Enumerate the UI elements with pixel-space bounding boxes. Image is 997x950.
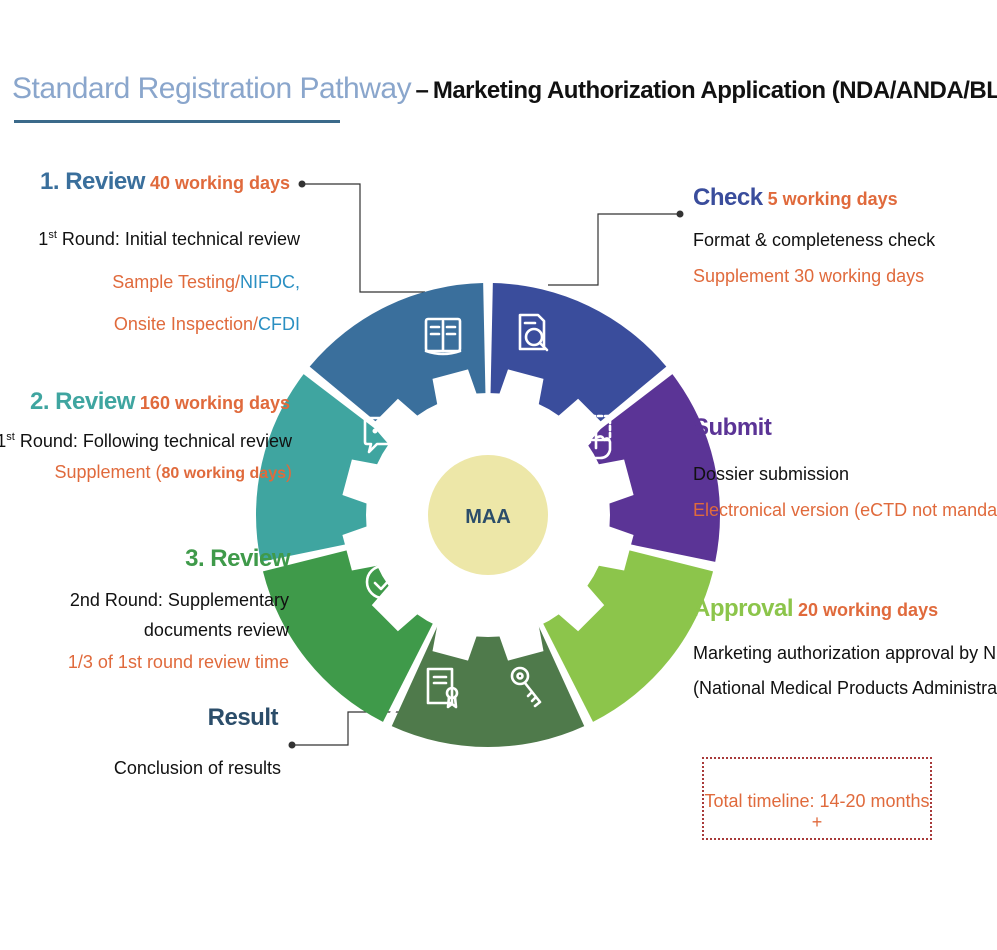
result-heading: Result bbox=[207, 704, 279, 731]
dot-result bbox=[288, 741, 296, 749]
review1-cfdi: CFDI bbox=[258, 314, 300, 334]
result-heading-line: Result bbox=[207, 704, 279, 733]
center-circle bbox=[428, 455, 548, 575]
approval-heading: Approval bbox=[693, 595, 794, 622]
review2-supplement: Supplement (80 working days) bbox=[54, 462, 292, 484]
check-circle-icon bbox=[365, 564, 401, 600]
review2-heading-line: 2. Review 160 working days bbox=[30, 388, 290, 417]
certificate-icon bbox=[426, 667, 459, 709]
review1-sample-testing: Sample Testing/NIFDC, bbox=[112, 272, 300, 294]
title-subtitle: Marketing Authorization Application (NDA… bbox=[432, 77, 997, 104]
review1-sample-testing-label: Sample Testing/ bbox=[112, 272, 240, 292]
review2-supplement-label: Supplement ( bbox=[54, 462, 162, 482]
review1-heading: 1. Review bbox=[40, 168, 145, 195]
result-line1: Conclusion of results bbox=[113, 758, 281, 778]
review3-heading-line: 3. Review bbox=[185, 545, 290, 574]
approval-line2: (National Medical Products Administratio… bbox=[693, 678, 997, 698]
connector-check bbox=[548, 213, 680, 286]
review2-round: 1st Round: Following technical review bbox=[0, 431, 292, 453]
dot-check bbox=[676, 210, 684, 218]
review2-round-num: 1 bbox=[0, 431, 7, 451]
review2-supplement-days: 80 working days bbox=[161, 465, 287, 482]
book-icon bbox=[424, 317, 462, 356]
submit-heading: Submit bbox=[693, 414, 772, 441]
review1-round-text: Round: Initial technical review bbox=[56, 229, 300, 249]
title-dash: – bbox=[415, 77, 429, 104]
dot-review1 bbox=[298, 180, 306, 188]
check-line1: Format & completeness check bbox=[693, 230, 936, 250]
approval-days: 20 working days bbox=[798, 600, 939, 620]
review3-line2: documents review bbox=[143, 620, 289, 640]
approval-heading-line: Approval 20 working days bbox=[693, 595, 938, 624]
review2-round-text: Round: Following technical review bbox=[14, 431, 292, 451]
approval-line1: Marketing authorization approval by NMPA bbox=[693, 643, 997, 663]
review1-round-sup: st bbox=[48, 229, 57, 241]
title-main: Standard Registration Pathway bbox=[12, 72, 412, 105]
connector-review1 bbox=[302, 183, 425, 293]
review3-line1: 2nd Round: Supplementary bbox=[69, 590, 289, 610]
review1-onsite-inspection: Onsite Inspection/CFDI bbox=[114, 314, 300, 336]
center-label: MAA bbox=[465, 506, 511, 528]
review1-nifdc: NIFDC, bbox=[240, 272, 300, 292]
review1-onsite-label: Onsite Inspection/ bbox=[113, 314, 258, 334]
review3-line3: 1/3 of 1st round review time bbox=[67, 652, 289, 672]
review1-round-num: 1 bbox=[38, 229, 49, 249]
document-search-icon bbox=[518, 313, 549, 352]
title-underline bbox=[14, 120, 340, 123]
review1-days: 40 working days bbox=[149, 173, 290, 193]
submit-line1: Dossier submission bbox=[693, 464, 850, 484]
review2-supplement-close: ) bbox=[286, 462, 292, 482]
review1-heading-line: 1. Review 40 working days bbox=[40, 168, 290, 197]
total-timeline-box: Total timeline: 14-20 months + bbox=[702, 757, 932, 840]
hand-touch-icon bbox=[580, 414, 612, 460]
submit-line2: Electronical version (eCTD not mandatory… bbox=[693, 500, 997, 520]
page-title: Standard Registration Pathway – Marketin… bbox=[12, 72, 997, 106]
key-icon bbox=[510, 666, 542, 708]
check-line2: Supplement 30 working days bbox=[693, 266, 925, 286]
check-days: 5 working days bbox=[767, 189, 898, 209]
check-heading-line: Check 5 working days bbox=[693, 184, 898, 213]
chat-bubble-icon bbox=[363, 416, 403, 454]
review2-heading: 2. Review bbox=[30, 388, 135, 415]
review1-round: 1st Round: Initial technical review bbox=[38, 229, 300, 251]
submit-heading-line: Submit bbox=[693, 414, 772, 443]
review2-days: 160 working days bbox=[139, 393, 290, 413]
review3-heading: 3. Review bbox=[185, 545, 290, 572]
total-timeline-label: Total timeline: 14-20 months + bbox=[704, 791, 930, 832]
check-heading: Check bbox=[693, 184, 763, 211]
review2-round-sup: st bbox=[6, 431, 15, 443]
